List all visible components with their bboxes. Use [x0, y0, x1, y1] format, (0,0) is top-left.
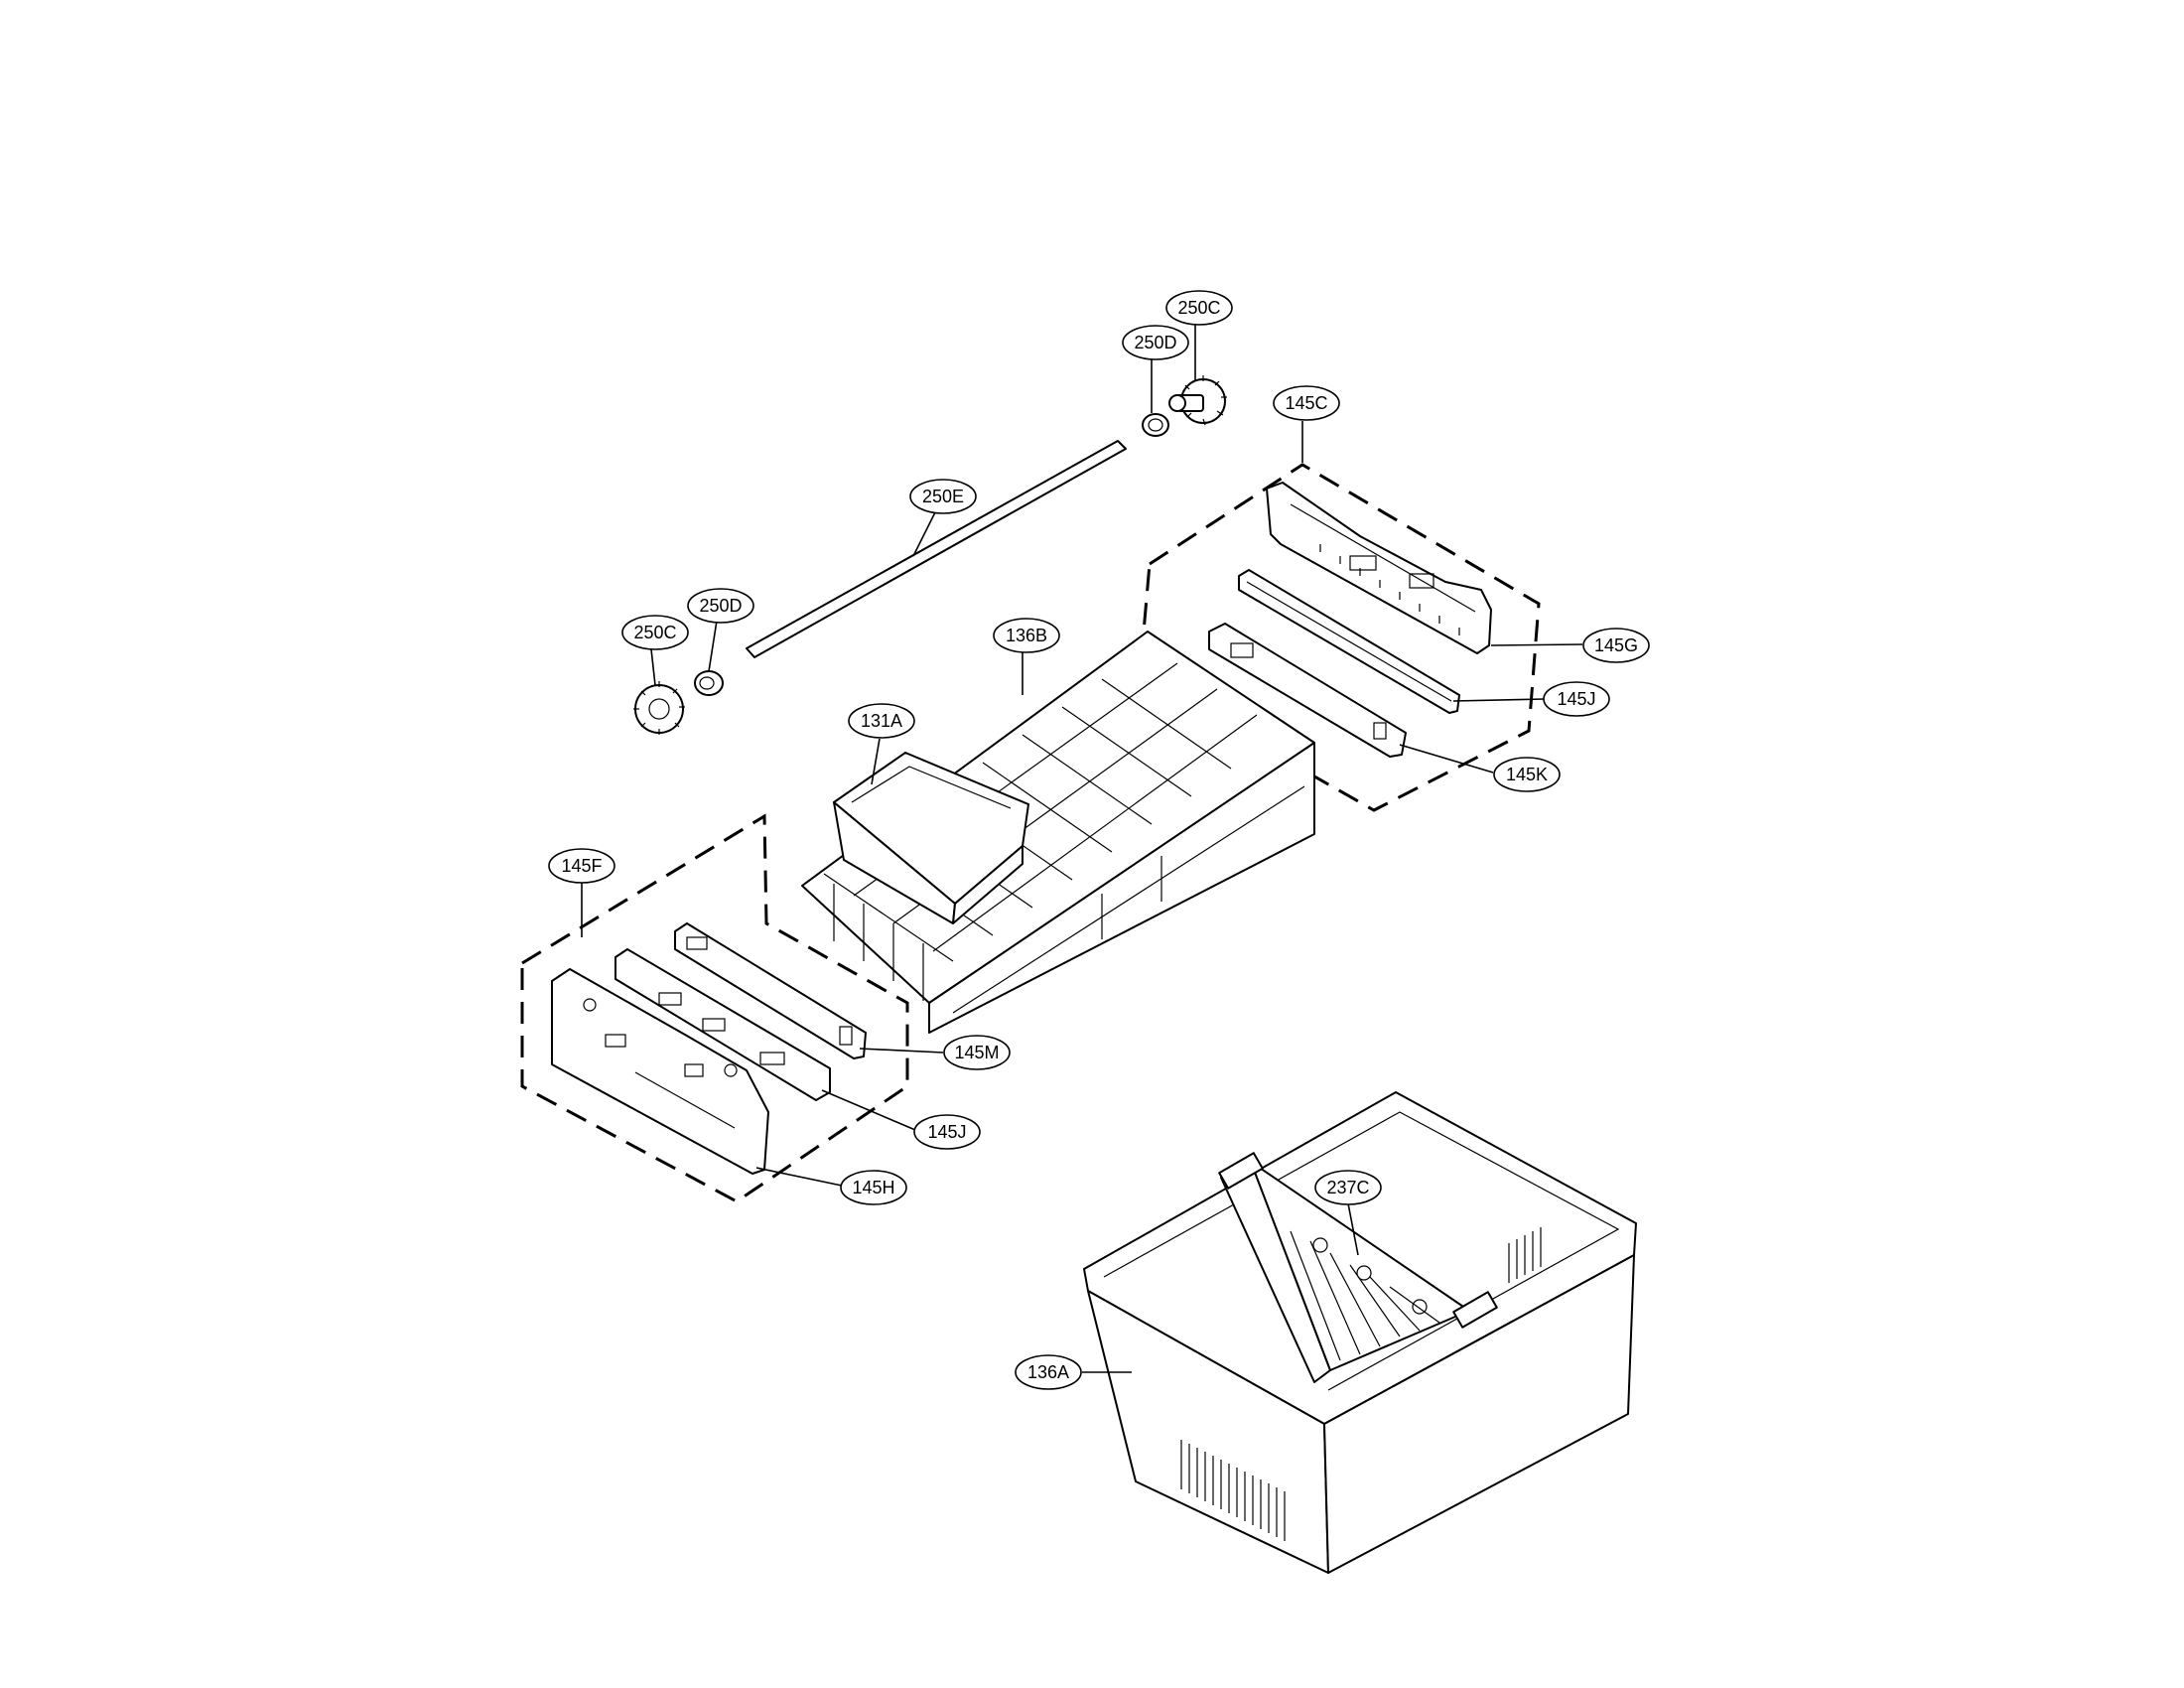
bracket-145g: [1266, 482, 1492, 654]
label-250c-top: 250C: [1165, 290, 1233, 326]
slide-145k: [1208, 623, 1407, 758]
label-145j-left-text: 145J: [927, 1122, 966, 1142]
label-136a: 136A: [1015, 1354, 1082, 1390]
label-145c: 145C: [1273, 385, 1340, 421]
label-136b: 136B: [993, 618, 1060, 653]
gear-250c-left: [633, 681, 685, 735]
label-250c-left-text: 250C: [633, 623, 676, 642]
label-136a-text: 136A: [1027, 1362, 1069, 1382]
label-145j-right-text: 145J: [1557, 689, 1595, 709]
label-145g: 145G: [1582, 628, 1650, 663]
label-145h: 145H: [840, 1170, 907, 1205]
label-131a-text: 131A: [861, 711, 902, 731]
plug-250d-left: [694, 670, 724, 696]
label-145f: 145F: [548, 848, 615, 884]
label-145g-text: 145G: [1594, 635, 1638, 655]
label-145m: 145M: [943, 1035, 1011, 1070]
bracket-145h: [551, 968, 769, 1175]
divider-237c: [1218, 1152, 1498, 1383]
label-145h-text: 145H: [852, 1178, 894, 1197]
rail-145j-right: [1238, 569, 1460, 714]
label-145f-text: 145F: [561, 856, 602, 876]
plug-250d-top: [1142, 413, 1169, 437]
label-131a: 131A: [848, 703, 915, 739]
label-136b-text: 136B: [1006, 626, 1047, 645]
label-237c: 237C: [1314, 1170, 1382, 1205]
label-145c-text: 145C: [1285, 393, 1327, 413]
label-250c-top-text: 250C: [1177, 298, 1220, 318]
label-250c-left: 250C: [621, 615, 689, 650]
rail-250e: [746, 440, 1127, 658]
label-250e: 250E: [909, 479, 977, 514]
leader-lines: [581, 325, 1583, 1373]
label-145k-text: 145K: [1506, 765, 1548, 784]
label-237c-text: 237C: [1326, 1178, 1369, 1197]
label-250e-text: 250E: [922, 487, 964, 506]
label-145j-right: 145J: [1543, 681, 1610, 717]
label-145m-text: 145M: [954, 1043, 999, 1062]
rail-145j-left: [614, 948, 831, 1101]
label-250d-top-text: 250D: [1134, 333, 1176, 352]
group-145f-outline: [520, 813, 909, 1203]
label-250d-top: 250D: [1122, 325, 1189, 360]
slide-145m: [674, 922, 867, 1059]
label-145j-left: 145J: [913, 1114, 981, 1150]
label-250d-left-text: 250D: [699, 596, 742, 616]
bin-131a: [833, 752, 1029, 924]
label-250d-left: 250D: [687, 588, 754, 624]
label-145k: 145K: [1493, 757, 1561, 792]
gear-250c-top: [1168, 375, 1227, 426]
